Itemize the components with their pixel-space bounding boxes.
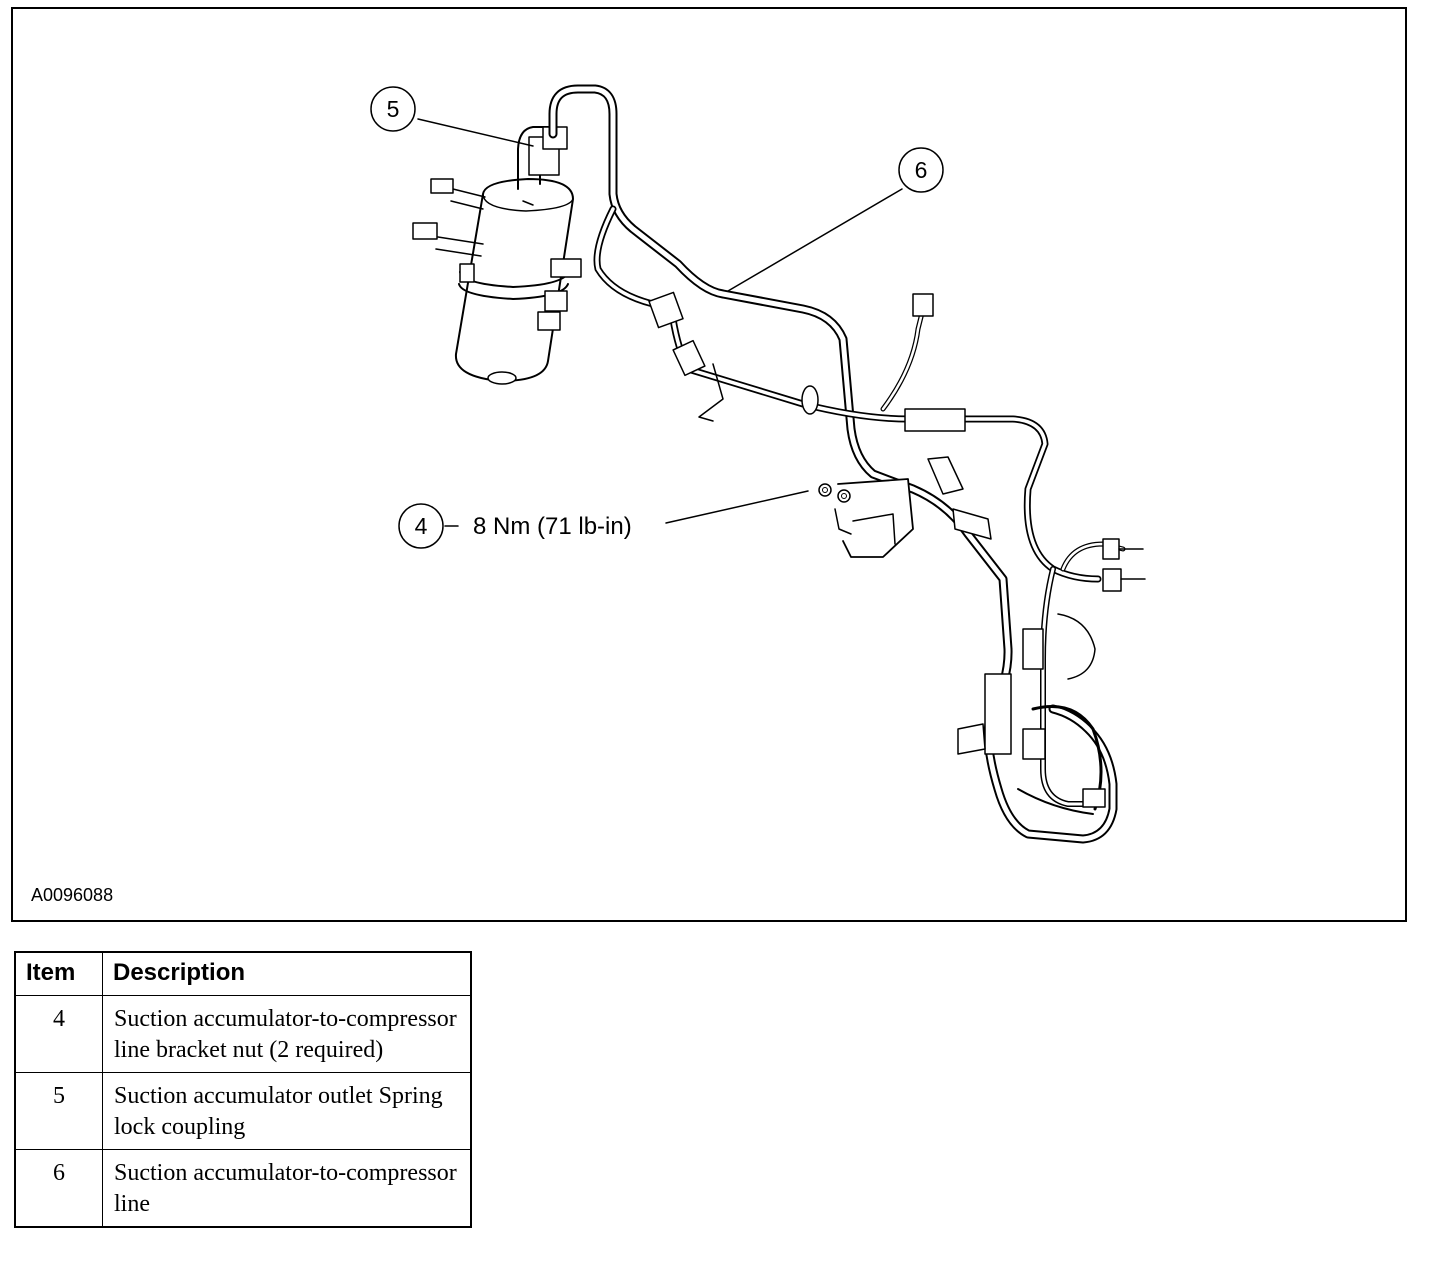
header-item: Item xyxy=(14,951,103,996)
legend-header-row: Item Description xyxy=(14,951,472,996)
legend-item-number: 5 xyxy=(14,1072,103,1150)
figure-frame: 5 6 4 8 Nm (71 lb-in) A0096088 xyxy=(11,7,1407,922)
callout-6-number: 6 xyxy=(915,157,928,183)
legend-item-description: Suction accumulator-to-compressor line xyxy=(102,1149,472,1228)
leader-lines xyxy=(417,118,903,527)
callout-6-circle xyxy=(898,147,944,193)
callout-4-number: 4 xyxy=(415,513,428,539)
legend-item-description: Suction accumulator-to-compressor line b… xyxy=(102,995,472,1073)
compressor-manifold xyxy=(957,628,1106,815)
suction-line xyxy=(548,84,1118,844)
legend-item-description: Suction accumulator outlet Spring lock c… xyxy=(102,1072,472,1150)
legend-row: 5 Suction accumulator outlet Spring lock… xyxy=(14,1072,472,1150)
torque-spec-label: 8 Nm (71 lb-in) xyxy=(473,513,632,540)
legend-item-number: 6 xyxy=(14,1149,103,1228)
legend-row: 4 Suction accumulator-to-compressor line… xyxy=(14,995,472,1073)
line-bracket xyxy=(818,456,992,558)
figure-id: A0096088 xyxy=(31,885,114,905)
header-description: Description xyxy=(102,951,472,996)
line-diagram: 5 6 4 8 Nm (71 lb-in) xyxy=(370,84,1146,844)
callout-5-circle xyxy=(370,86,416,132)
legend-table: Item Description 4 Suction accumulator-t… xyxy=(14,951,472,1228)
legend-row: 6 Suction accumulator-to-compressor line xyxy=(14,1149,472,1228)
callout-4-circle xyxy=(398,503,444,549)
accumulator-canister xyxy=(412,126,582,385)
callout-5-number: 5 xyxy=(387,96,400,122)
legend-item-number: 4 xyxy=(14,995,103,1073)
